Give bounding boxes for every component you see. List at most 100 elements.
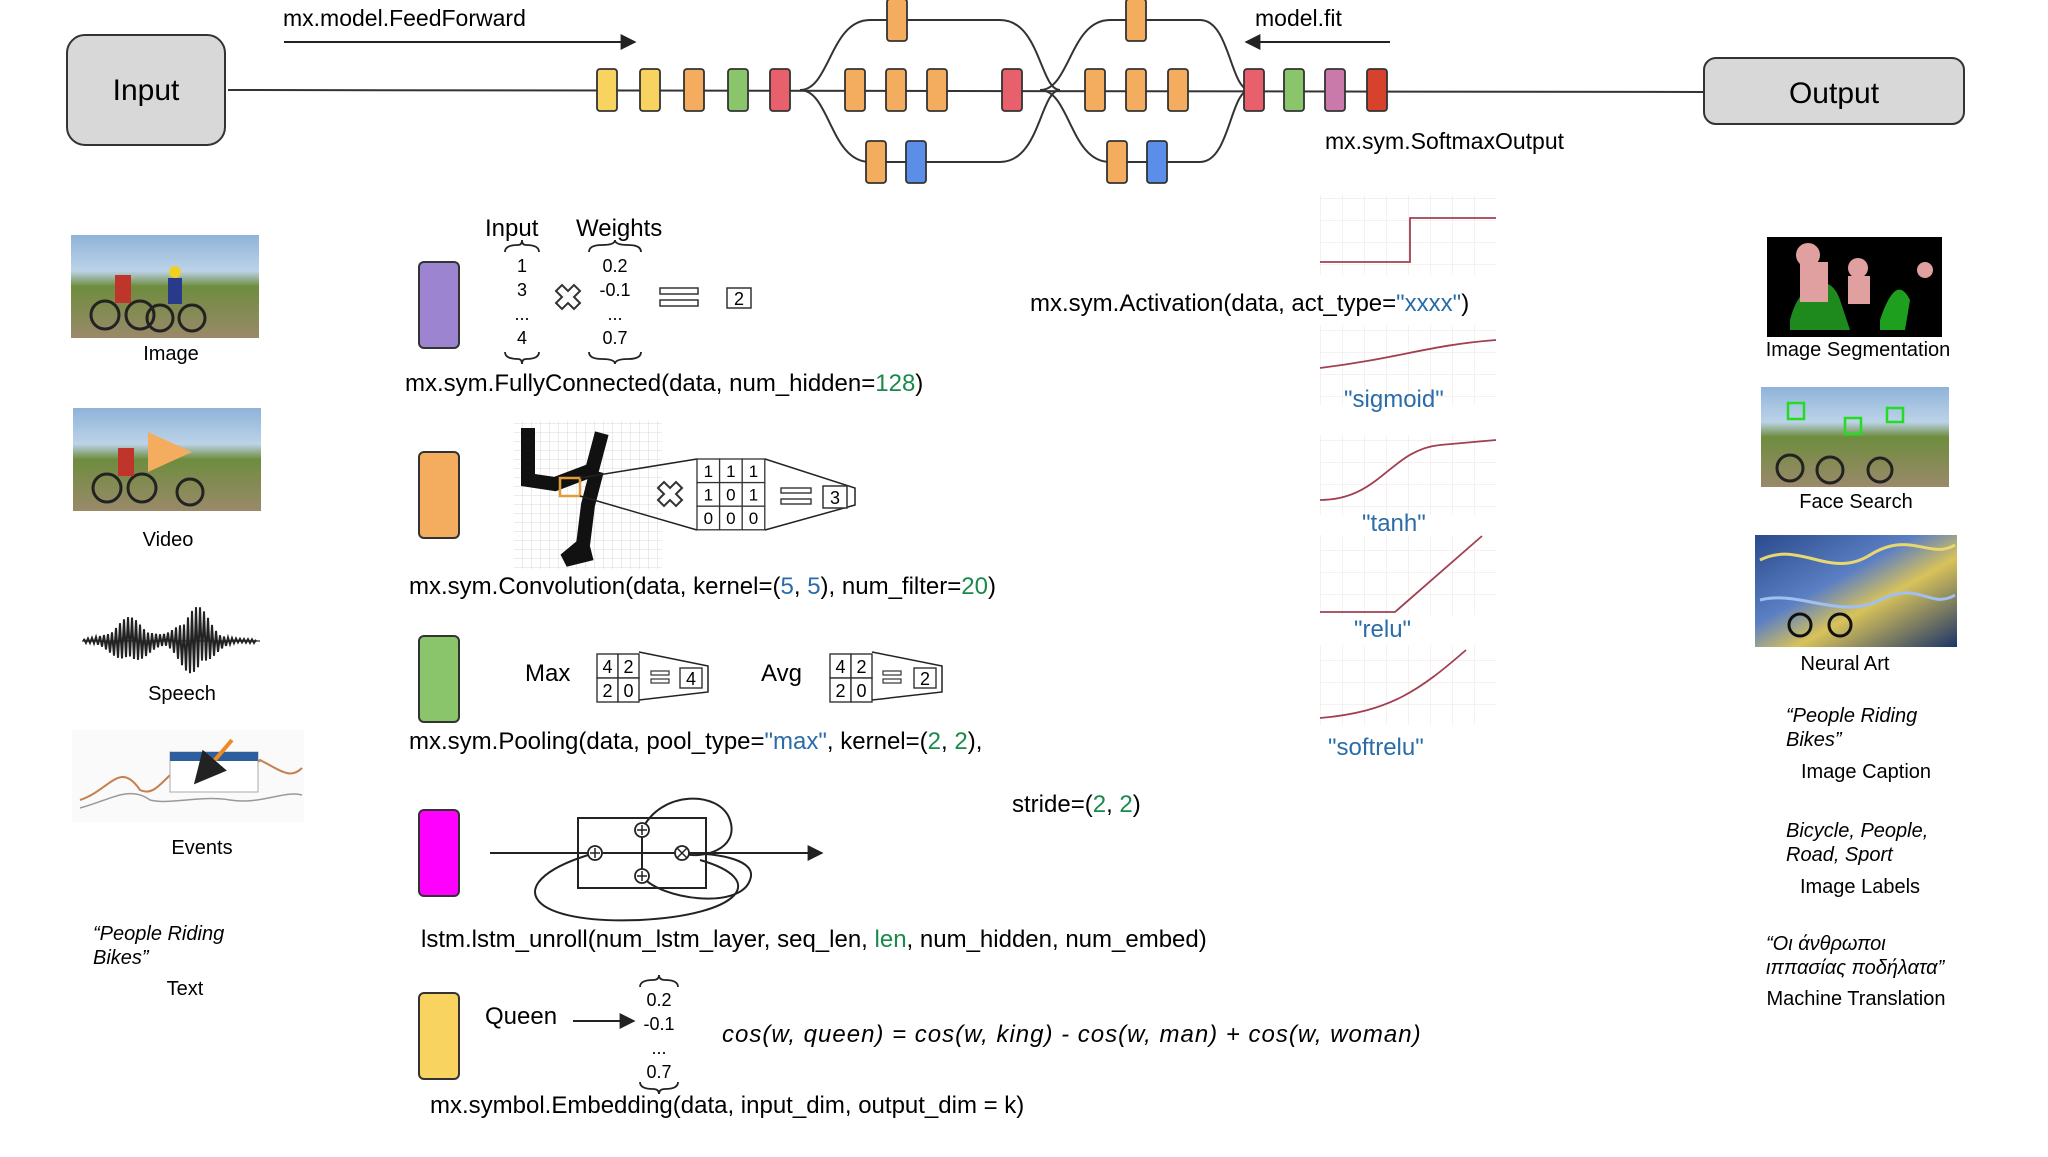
layer-block	[1243, 68, 1265, 112]
relu-label: "relu"	[1354, 616, 1411, 643]
softrelu-label: "softrelu"	[1328, 734, 1424, 761]
embed-code: mx.symbol.Embedding(data, input_dim, out…	[430, 1092, 1024, 1119]
pool-max-label: Max	[525, 660, 570, 687]
kernel-cell: 1	[749, 486, 758, 505]
softrelu-curve	[1319, 649, 1467, 719]
output-label-segmentation: Image Segmentation	[1766, 339, 1951, 361]
input-label-text: Text	[167, 978, 204, 1000]
pool-avg-result: 2	[920, 669, 930, 689]
fc-code: mx.sym.FullyConnected(data, num_hidden=1…	[405, 370, 923, 397]
output-types: Image Segmentation Face Search Neural Ar…	[1755, 237, 1957, 1010]
kernel-cell: 1	[726, 462, 735, 481]
fc-input-value: 1	[517, 256, 527, 276]
equals-icon	[659, 287, 699, 307]
fc-input-value: 4	[517, 328, 527, 348]
embed-value: 0.2	[646, 990, 671, 1010]
layer-block	[727, 68, 749, 112]
relu-curve	[1320, 535, 1483, 613]
play-icon[interactable]	[148, 432, 192, 472]
embed-value: ...	[651, 1038, 666, 1058]
fc-result: 2	[734, 289, 744, 309]
input-box-label: Input	[113, 74, 180, 107]
fc-layer-block	[418, 261, 460, 349]
fc-weight-value: ...	[607, 304, 622, 324]
branch-top-left	[799, 19, 1061, 91]
pool-cell: 2	[623, 657, 633, 677]
embed-word: Queen	[485, 1003, 557, 1030]
input-label-speech: Speech	[148, 683, 216, 705]
pool-code: mx.sym.Pooling(data, pool_type="max", ke…	[409, 728, 982, 755]
neural-art-thumbnail	[1755, 535, 1957, 647]
layer-block	[844, 68, 866, 112]
layer-block	[1324, 68, 1346, 112]
fc-input-value: 3	[517, 280, 527, 300]
fc-input-value: ...	[514, 304, 529, 324]
layer-block	[1125, 68, 1147, 112]
face-search-thumbnail	[1761, 387, 1949, 487]
output-label-labels: Image Labels	[1800, 876, 1920, 898]
layer-block	[1125, 0, 1147, 42]
input-label-events: Events	[171, 837, 232, 859]
pool-cell: 2	[856, 657, 866, 677]
kernel-cell: 0	[704, 509, 713, 528]
layer-block	[905, 140, 927, 184]
conv-window	[558, 476, 582, 498]
conv-multiply-icon	[656, 480, 684, 508]
softmax-label: mx.sym.SoftmaxOutput	[1325, 128, 1565, 154]
fc-weight-value: -0.1	[599, 280, 630, 300]
sigmoid-curve	[1319, 339, 1497, 369]
activation-graphs: mx.sym.Activation(data, act_type="xxxx")…	[1030, 195, 1497, 761]
input-box	[66, 34, 226, 146]
fc-weights-vector: 0.2-0.1...0.7	[599, 256, 630, 348]
activation-code: mx.sym.Activation(data, act_type="xxxx")	[1030, 290, 1469, 317]
embed-value: -0.1	[643, 1014, 674, 1034]
input-label-image: Image	[143, 343, 199, 365]
layer-block	[1106, 140, 1128, 184]
conv-layer-block	[418, 451, 460, 539]
embed-layer-block	[418, 992, 460, 1080]
segmentation-thumbnail	[1767, 237, 1942, 337]
layer-block	[926, 68, 948, 112]
layer-block	[1283, 68, 1305, 112]
fc-weights-header: Weights	[576, 215, 662, 242]
input-label-video: Video	[143, 529, 194, 551]
layer-block	[1001, 68, 1023, 112]
conv-equals-icon	[780, 487, 812, 505]
branch-top-right	[1039, 19, 1251, 91]
layer-block	[1084, 68, 1106, 112]
branch-bottom-left	[799, 89, 1061, 163]
fc-result-box	[726, 287, 752, 309]
output-label-translation: Machine Translation	[1767, 988, 1946, 1010]
layer-block	[1366, 68, 1388, 112]
fc-input-header: Input	[485, 215, 539, 242]
pool-cell: 0	[856, 681, 866, 701]
image-thumbnail	[71, 235, 259, 338]
fit-label: model.fit	[1255, 5, 1343, 31]
output-box	[1703, 57, 1965, 125]
speech-waveform-icon	[82, 607, 260, 674]
output-labels-quote: Bicycle, People,Road, Sport	[1786, 820, 1928, 866]
layer-block	[865, 140, 887, 184]
kernel-cell: 1	[704, 462, 713, 481]
output-label-art: Neural Art	[1801, 653, 1890, 675]
pool-stride-code: stride=(2, 2)	[1012, 791, 1141, 818]
pipeline-line	[227, 89, 1706, 93]
embed-value: 0.7	[646, 1062, 671, 1082]
events-chart-thumbnail	[72, 730, 304, 822]
lstm-code: lstm.lstm_unroll(num_lstm_layer, seq_len…	[421, 926, 1207, 953]
pool-avg-label: Avg	[761, 660, 802, 687]
kernel-cell: 1	[749, 462, 758, 481]
lstm-layer-block	[418, 809, 460, 897]
kernel-cell: 1	[704, 486, 713, 505]
input-types: Image Video Speech Events “People Riding…	[71, 235, 304, 1000]
output-label-face: Face Search	[1799, 491, 1912, 513]
multiply-icon	[554, 283, 582, 311]
feedforward-label: mx.model.FeedForward	[283, 5, 526, 31]
video-thumbnail	[73, 408, 261, 511]
conv-result: 3	[830, 488, 840, 508]
pool-cell: 0	[623, 681, 633, 701]
